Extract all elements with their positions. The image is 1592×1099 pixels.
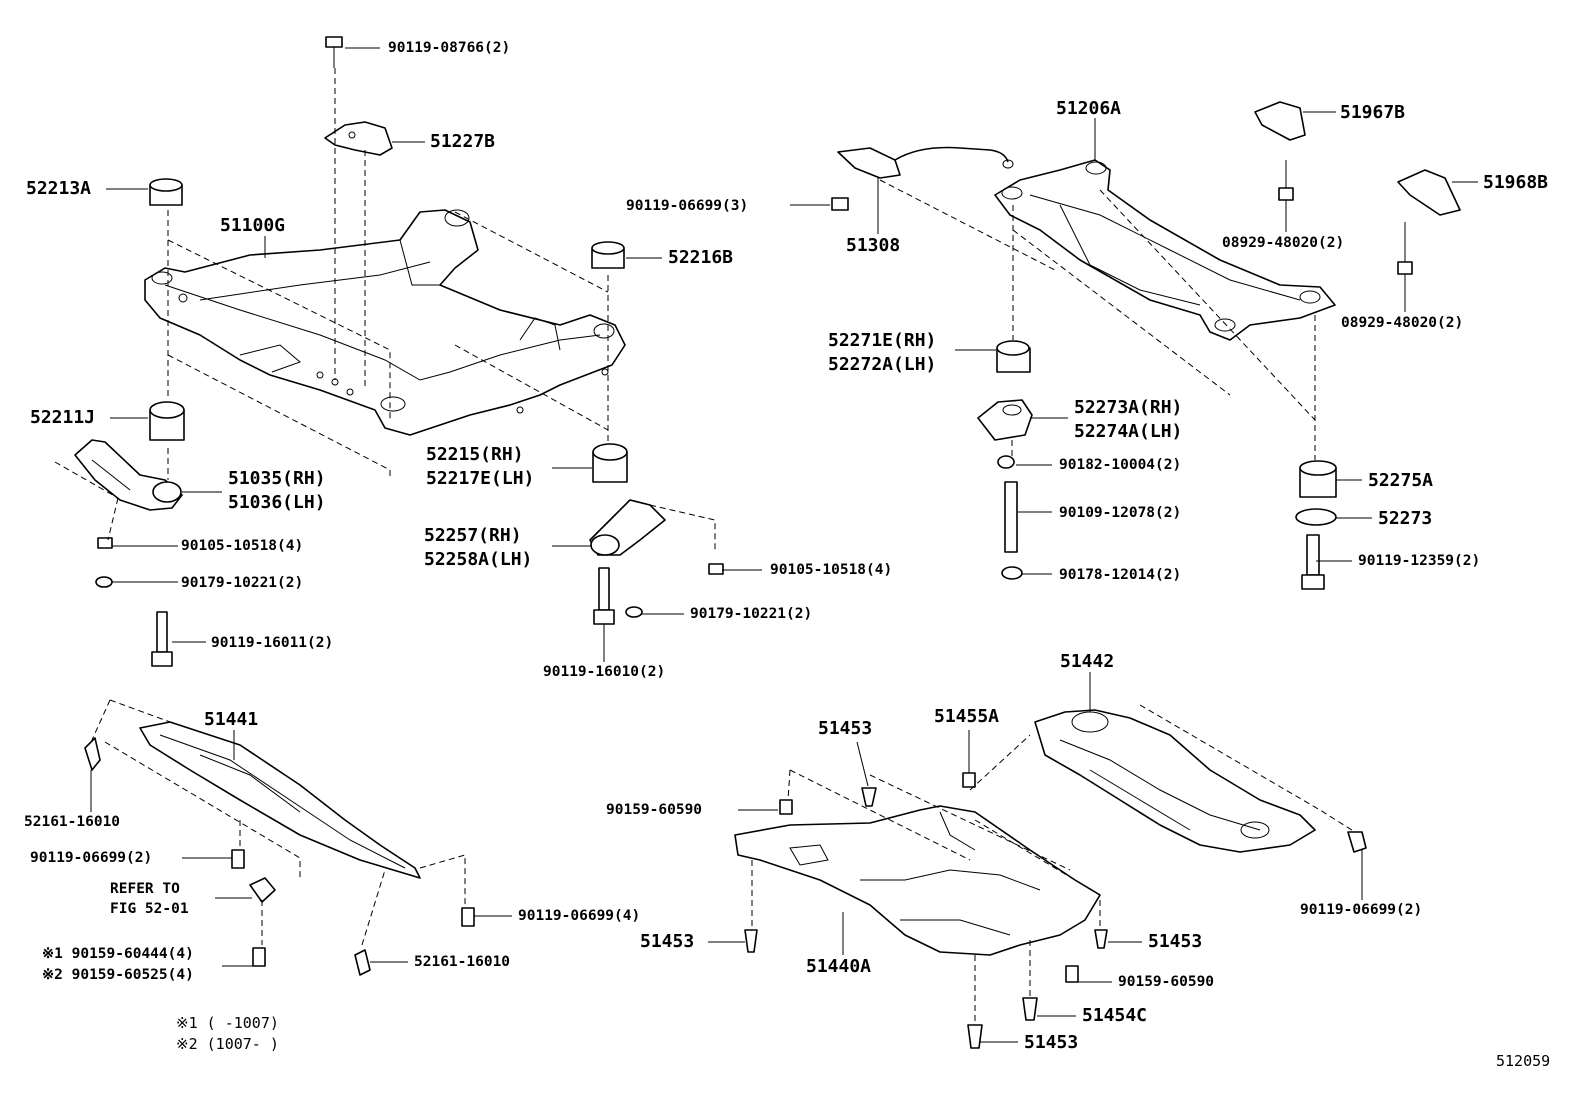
bushing-52213a [149,178,183,206]
label-52161-16010-b: 52161-16010 [414,954,511,970]
label-51440a: 51440A [806,956,872,977]
label-90159-60590-b: 90159-60590 [1118,974,1215,990]
label-90159-60525: ※2 90159-60525(4) [42,967,194,983]
label-51100g: 51100G [220,215,286,236]
label-51308: 51308 [846,235,901,256]
label-52272a: 52272A(LH) [828,354,937,375]
clip-52161-16010-b [354,949,371,976]
label-52258a: 52258A(LH) [424,549,533,570]
label-08929-48020-b: 08929-48020(2) [1341,315,1464,331]
leader-lines [90,47,1478,1043]
label-90119-16011: 90119-16011(2) [211,635,334,651]
figure-number: 512059 [1496,1052,1551,1070]
bracket-51308 [837,146,1014,179]
label-51035: 51035(RH) [228,468,326,489]
label-90179-10221-a: 90179-10221(2) [181,575,304,591]
label-52216b: 52216B [668,247,734,268]
bolts-08929 [1278,160,1413,275]
label-51453-left: 51453 [640,931,695,952]
label-08929-48020-a: 08929-48020(2) [1222,235,1345,251]
label-51453-top: 51453 [818,718,873,739]
label-52161-16010-a: 52161-16010 [24,814,121,830]
label-90159-60590-a: 90159-60590 [606,802,703,818]
bracket-51967b [1254,101,1306,141]
label-90182-10004: 90182-10004(2) [1059,457,1182,473]
label-51967b: 51967B [1340,102,1406,123]
label-52257: 52257(RH) [424,525,522,546]
bushing-52215 [592,443,628,483]
label-90119-06699-2b: 90119-06699(2) [1300,902,1423,918]
assembly-dashed-lines [54,68,1356,1025]
label-51206a: 51206A [1056,98,1122,119]
bolt-90119-12359 [1301,534,1325,590]
label-90178-12014: 90178-12014(2) [1059,567,1182,583]
label-90119-06699-2a: 90119-06699(2) [30,850,153,866]
label-52274a: 52274A(LH) [1074,421,1183,442]
label-90119-06699-4: 90119-06699(4) [518,908,641,924]
footnote-2: ※2 (1007- ) [176,1035,279,1053]
label-52273a: 52273A(RH) [1074,397,1183,418]
label-52215: 52215(RH) [426,444,524,465]
label-52211j: 52211J [30,407,96,428]
label-90179-10221-b: 90179-10221(2) [690,606,813,622]
label-90159-60444: ※1 90159-60444(4) [42,946,194,962]
bolts-left-cluster [95,537,724,667]
label-52271e: 52271E(RH) [828,330,937,351]
label-fig-52-01: FIG 52-01 [110,901,189,917]
bushing-52271e [996,340,1031,373]
label-52217e: 52217E(LH) [426,468,535,489]
label-90119-16010: 90119-16010(2) [543,664,666,680]
bushing-52273a [977,399,1033,441]
label-51441: 51441 [204,709,259,730]
label-51453-right: 51453 [1148,931,1203,952]
washer-52273 [1295,508,1337,526]
bracket-51035 [74,439,183,511]
bolt-90119-08766 [325,36,343,68]
nut-90178 [1001,566,1023,580]
label-51453-bottom: 51453 [1024,1032,1079,1053]
label-51455a: 51455A [934,706,1000,727]
crossmember-51206a [994,159,1336,341]
cover-51442 [1034,709,1316,853]
label-90105-10518-a: 90105-10518(4) [181,538,304,554]
label-90119-12359: 90119-12359(2) [1358,553,1481,569]
bracket-51968b [1397,169,1461,216]
label-90119-06699-3: 90119-06699(3) [626,198,749,214]
label-90109-12078: 90109-12078(2) [1059,505,1182,521]
crossmember-51100g [144,209,626,436]
bracket-51227b [324,121,393,156]
label-52275a: 52275A [1368,470,1434,491]
nut-90182 [997,455,1015,469]
label-51454c: 51454C [1082,1005,1148,1026]
clips-under-cover [744,772,1367,1049]
bushing-52216b [591,241,625,269]
cover-51440a [734,805,1101,956]
label-90105-10518-b: 90105-10518(4) [770,562,893,578]
bolt-90119-06699-3 [831,197,849,211]
label-52273: 52273 [1378,508,1433,529]
cover-51441 [139,721,421,879]
label-51227b: 51227B [430,131,496,152]
label-refer-to: REFER TO [110,881,180,897]
bolt-90109-12078 [1004,481,1018,553]
label-51036: 51036(LH) [228,492,326,513]
label-51968b: 51968B [1483,172,1549,193]
bushing-52275a [1299,460,1337,498]
bolts-51441 [231,849,475,967]
label-90119-08766: 90119-08766(2) [388,40,511,56]
label-52213a: 52213A [26,178,92,199]
bushing-52211j [149,401,185,441]
label-51442: 51442 [1060,651,1115,672]
footnote-1: ※1 ( -1007) [176,1014,279,1032]
bracket-52257 [589,499,666,556]
clip-52161-16010-a [84,737,101,771]
